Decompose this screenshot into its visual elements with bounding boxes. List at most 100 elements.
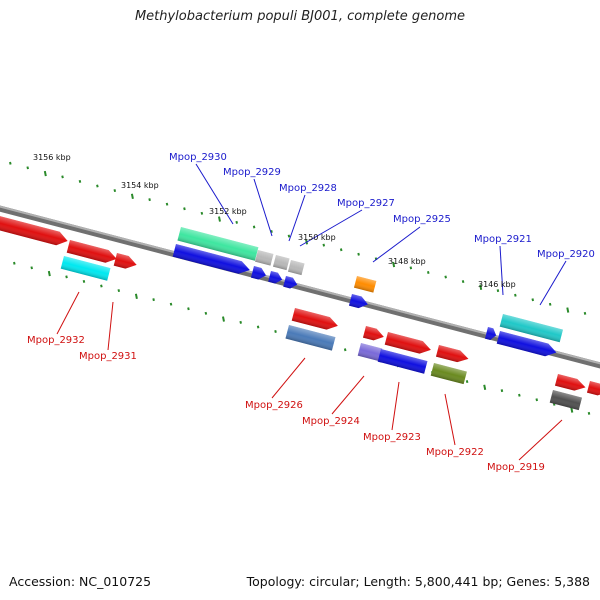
scale-tick (500, 389, 504, 393)
leader-line (372, 226, 421, 263)
leader-line (56, 291, 80, 335)
leader-line (271, 357, 306, 399)
gene-arrow[interactable] (377, 349, 428, 374)
gene-arrow[interactable] (285, 325, 336, 351)
gene-arrow[interactable] (254, 250, 274, 266)
gene-label[interactable]: Mpop_2920 (537, 249, 595, 260)
scale-tick (252, 225, 256, 229)
scale-tick (587, 411, 591, 415)
gene-arrow[interactable] (0, 214, 69, 248)
gene-arrow[interactable] (430, 363, 467, 385)
gene-arrow[interactable] (348, 294, 369, 310)
scale-tick (357, 252, 360, 256)
gene-arrow[interactable] (586, 381, 600, 398)
gene-arrow[interactable] (499, 314, 563, 343)
gene-arrow[interactable] (177, 227, 259, 261)
gene-arrow[interactable] (353, 276, 377, 293)
scale-tick (82, 279, 86, 283)
leader-line (444, 393, 456, 446)
scale-tick (570, 407, 574, 413)
gene-label[interactable]: Mpop_2921 (474, 234, 532, 245)
gene-label[interactable]: Mpop_2929 (223, 167, 281, 178)
scale-tick (483, 384, 487, 391)
gene-features (0, 214, 600, 411)
gene-label[interactable]: Mpop_2922 (426, 447, 484, 458)
scale-tick (169, 302, 173, 306)
gene-arrow[interactable] (549, 390, 583, 411)
gene-arrow[interactable] (172, 244, 252, 276)
scale-tick (183, 207, 186, 211)
scale-tick (548, 302, 552, 306)
gene-arrow[interactable] (384, 332, 433, 356)
scale-tick (235, 220, 238, 224)
upper-gene-labels: Mpop_2930 Mpop_2929 Mpop_2928 Mpop_2927 … (169, 152, 595, 260)
gene-label[interactable]: Mpop_2923 (363, 432, 421, 443)
scale-tick (535, 398, 539, 402)
scale-tick (9, 161, 12, 165)
scale-tick (339, 248, 343, 252)
scale-tick (426, 270, 430, 274)
gene-arrow[interactable] (496, 331, 558, 359)
gene-label[interactable]: Mpop_2919 (487, 462, 545, 473)
scale-label: 3146 kbp (478, 280, 516, 289)
gene-label[interactable]: Mpop_2927 (337, 198, 395, 209)
gene-label[interactable]: Mpop_2928 (279, 183, 337, 194)
scale-tick (531, 298, 535, 302)
scale-tick (26, 166, 29, 170)
leader-line (299, 209, 363, 247)
scale-tick (496, 289, 500, 293)
gene-arrow[interactable] (362, 326, 385, 343)
leader-line (195, 163, 234, 225)
scale-tick (13, 261, 16, 265)
scale-tick (117, 289, 121, 293)
gene-arrow[interactable] (291, 308, 340, 332)
gene-arrow[interactable] (554, 374, 587, 393)
scale-label: 3150 kbp (298, 233, 336, 242)
gene-label[interactable]: Mpop_2930 (169, 152, 227, 163)
leader-line (539, 260, 567, 306)
gene-label[interactable]: Mpop_2932 (27, 335, 85, 346)
gene-arrow[interactable] (283, 276, 298, 290)
gene-arrow[interactable] (268, 271, 283, 285)
gene-arrow[interactable] (484, 327, 498, 341)
scale-tick (200, 211, 204, 215)
scale-tick (47, 270, 51, 277)
gene-arrow[interactable] (66, 240, 119, 265)
scale-tick (322, 243, 326, 247)
scale-tick (78, 179, 82, 183)
scale-labels: 3156 kbp 3154 kbp 3152 kbp 3150 kbp 3148… (33, 153, 516, 289)
gene-arrow[interactable] (60, 256, 111, 281)
leader-line (499, 245, 504, 296)
leader-line (107, 301, 114, 351)
scale-tick (343, 348, 347, 352)
gene-label[interactable]: Mpop_2924 (302, 416, 360, 427)
scale-tick (392, 261, 396, 268)
accession-text: Accession: NC_010725 (9, 574, 152, 589)
gene-label[interactable]: Mpop_2931 (79, 351, 137, 362)
scale-tick (65, 275, 68, 279)
gene-arrow[interactable] (357, 343, 383, 362)
gene-arrow[interactable] (113, 253, 139, 271)
scale-tick (461, 280, 465, 284)
genome-summary: Topology: circular; Length: 5,800,441 bp… (246, 574, 590, 589)
scale-tick (583, 311, 587, 315)
gene-label[interactable]: Mpop_2925 (393, 214, 451, 225)
scale-tick (256, 325, 260, 329)
scale-tick (43, 170, 47, 177)
scale-tick (61, 175, 64, 179)
scale-label: 3154 kbp (121, 181, 159, 190)
gene-label[interactable]: Mpop_2926 (245, 400, 303, 411)
gene-arrow[interactable] (287, 260, 305, 276)
gene-arrow[interactable] (435, 345, 470, 365)
gene-arrow[interactable] (250, 266, 268, 281)
scale-tick (270, 230, 273, 233)
scale-tick (152, 298, 155, 302)
gene-arrow[interactable] (272, 255, 290, 271)
leader-line (391, 381, 400, 431)
scale-tick (100, 284, 103, 288)
scale-tick (222, 316, 225, 322)
scale-tick (566, 307, 570, 313)
scale-tick (96, 184, 99, 188)
map-title: Methylobacterium populi BJ001, complete … (134, 9, 466, 24)
